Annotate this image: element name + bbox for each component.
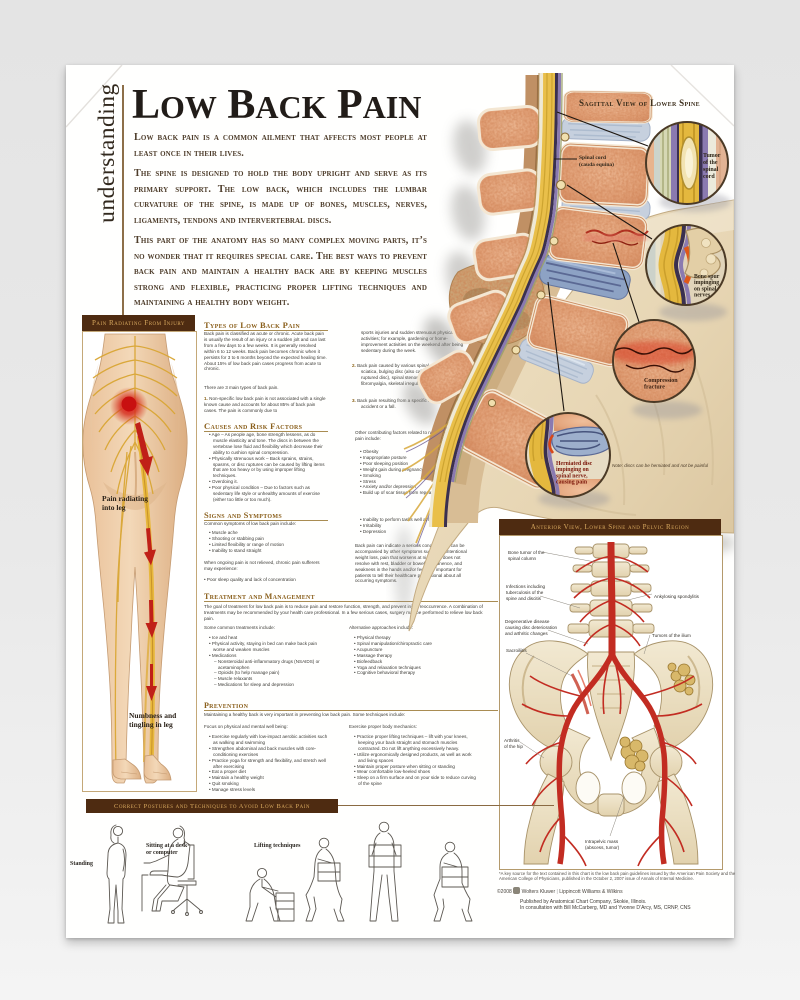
svg-text:causing disc deterioration: causing disc deterioration bbox=[505, 625, 558, 630]
svg-text:Lifting techniques: Lifting techniques bbox=[254, 843, 301, 849]
svg-text:Arthritis: Arthritis bbox=[504, 738, 520, 743]
svg-text:Sacroiliitis: Sacroiliitis bbox=[506, 648, 527, 653]
svg-text:Intrapelvic mass: Intrapelvic mass bbox=[585, 839, 619, 844]
svg-text:Degenerative disease: Degenerative disease bbox=[505, 619, 550, 624]
svg-text:spinal column: spinal column bbox=[508, 556, 537, 561]
svg-text:Ankylosing spondylitis: Ankylosing spondylitis bbox=[654, 594, 700, 599]
svg-text:or computer: or computer bbox=[146, 850, 178, 856]
svg-text:into leg: into leg bbox=[102, 503, 126, 512]
svg-text:and arthritic changes: and arthritic changes bbox=[505, 631, 548, 636]
svg-text:Numbness and: Numbness and bbox=[129, 711, 177, 720]
svg-text:Standing: Standing bbox=[70, 861, 93, 867]
svg-text:of the hip: of the hip bbox=[504, 744, 523, 749]
svg-text:Sitting at a desk: Sitting at a desk bbox=[146, 843, 188, 849]
svg-text:tingling in leg: tingling in leg bbox=[129, 720, 173, 729]
svg-text:(abscess, tumor): (abscess, tumor) bbox=[585, 845, 620, 850]
svg-text:tuberculosis of the: tuberculosis of the bbox=[506, 590, 544, 595]
svg-text:spine and discitis: spine and discitis bbox=[506, 596, 542, 601]
svg-text:Bone tumor of the: Bone tumor of the bbox=[508, 550, 545, 555]
svg-text:Infections including: Infections including bbox=[506, 584, 546, 589]
svg-text:Tumors of the ilium: Tumors of the ilium bbox=[652, 633, 691, 638]
svg-text:Pain radiating: Pain radiating bbox=[102, 494, 148, 503]
